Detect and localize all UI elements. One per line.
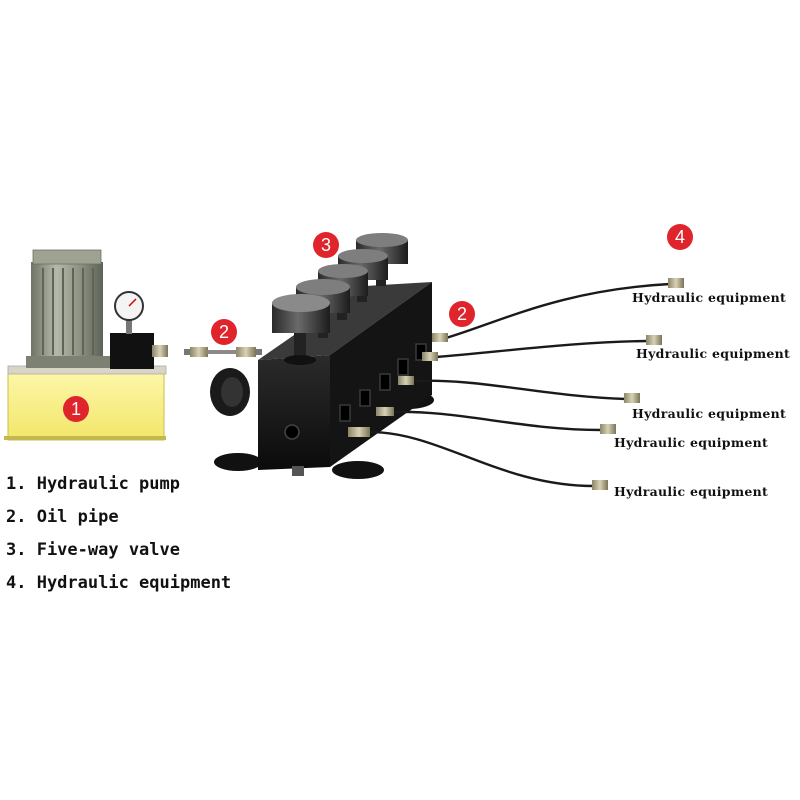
- pump-base-rail: [4, 436, 166, 440]
- equipment-label: Hydraulic equipment: [614, 484, 769, 499]
- valve-foot-right: [332, 461, 384, 479]
- pump-control-block: [110, 333, 154, 369]
- valve-outlet-ports: [339, 343, 427, 422]
- equipment-label: Hydraulic equipment: [614, 435, 769, 450]
- legend-item-hydraulic-pump: 1. Hydraulic pump: [6, 474, 180, 494]
- pipe-tube: [207, 350, 237, 354]
- badge-oil-pipe-right: 2: [449, 301, 475, 327]
- legend: 1. Hydraulic pump 2. Oil pipe 3. Five-wa…: [6, 468, 231, 600]
- oil-pipe-segment: [184, 347, 262, 357]
- valve-foot-left: [214, 453, 262, 471]
- legend-item-hydraulic-equipment: 4. Hydraulic equipment: [6, 573, 232, 593]
- hose-fittings: [348, 278, 684, 490]
- valve-port-end: [284, 424, 300, 440]
- motor-cap: [32, 249, 102, 265]
- equipment-label: Hydraulic equipment: [632, 406, 787, 421]
- pipe-fitting-left: [190, 347, 208, 357]
- hose-5: [369, 430, 595, 488]
- motor-mount: [26, 356, 110, 368]
- hose-4: [391, 410, 603, 432]
- badge-oil-pipe-left: 2: [211, 319, 237, 345]
- legend-item-oil-pipe: 2. Oil pipe: [6, 507, 119, 527]
- pump-outlet-fitting: [152, 345, 168, 357]
- five-way-valve: [210, 233, 434, 479]
- pipe-fitting-right: [236, 347, 256, 357]
- motor-fins: [42, 268, 94, 355]
- equipment-label: Hydraulic equipment: [636, 346, 791, 361]
- valve-bottom-plug: [292, 466, 304, 476]
- hydraulic-hoses: [369, 282, 671, 488]
- badge-five-way-valve: 3: [313, 232, 339, 258]
- valve-knobs: [272, 233, 408, 365]
- hose-2: [435, 339, 649, 359]
- valve-knob: [272, 294, 330, 365]
- equipment-label: Hydraulic equipment: [632, 290, 787, 305]
- badge-hydraulic-equipment: 4: [667, 224, 693, 250]
- hose-3: [411, 379, 627, 401]
- legend-item-five-way-valve: 3. Five-way valve: [6, 540, 180, 560]
- badge-hydraulic-pump: 1: [63, 396, 89, 422]
- hose-1: [445, 282, 671, 340]
- valve-body-end: [258, 355, 330, 470]
- gauge-stem: [126, 318, 132, 334]
- hydraulic-pump: [4, 249, 168, 441]
